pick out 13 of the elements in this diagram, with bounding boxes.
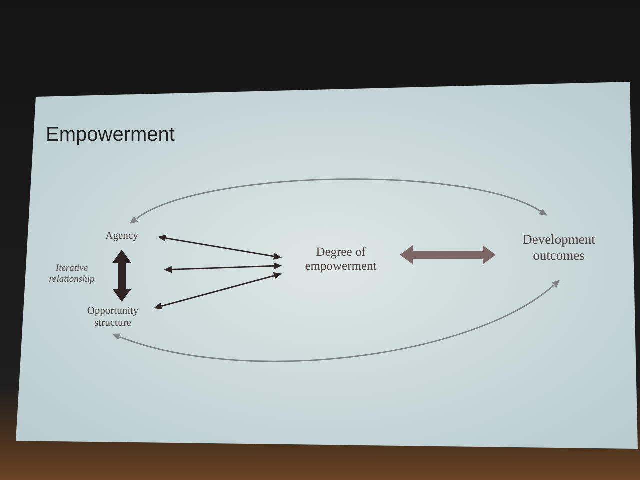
thick-arrow xyxy=(400,246,496,265)
concept-label: Opportunity structure xyxy=(86,306,140,330)
thick-arrow xyxy=(112,250,132,302)
edge-label: Iterative relationship xyxy=(48,264,96,287)
curved-arrow xyxy=(112,280,561,362)
concept-label: Degree of empowerment xyxy=(304,244,378,274)
arrow xyxy=(158,234,282,260)
arrow xyxy=(164,262,282,274)
slide-title: Empowerment xyxy=(46,124,175,147)
curved-arrow xyxy=(129,178,548,224)
arrow xyxy=(154,272,282,310)
concept-label: Development outcomes xyxy=(522,232,596,264)
concept-label: Agency xyxy=(106,230,138,244)
